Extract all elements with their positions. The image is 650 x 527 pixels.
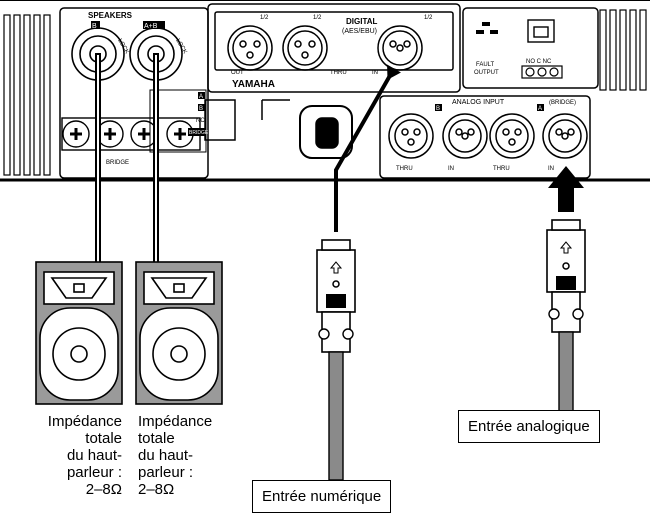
- speaker-cabinet-1: [35, 261, 123, 405]
- network-icon: [476, 22, 498, 34]
- digital-cable: [316, 64, 401, 481]
- digital-ch-label-2: 1/2: [313, 15, 322, 21]
- digital-in-label: IN: [372, 70, 378, 76]
- speaker2-label-line-3: du haut-: [138, 447, 194, 464]
- fault-section-plate: [462, 7, 599, 89]
- analog-in-a-label: IN: [548, 166, 554, 172]
- network-port[interactable]: [527, 19, 555, 43]
- digital-title: DIGITAL: [346, 17, 378, 26]
- speaker2-label-line-1: Impédance: [138, 413, 213, 430]
- mode-legend: [149, 89, 207, 153]
- digital-thru-label: THRU: [330, 70, 347, 76]
- analog-bridge-label: (BRIDGE): [549, 100, 576, 106]
- analog-thru-b-label: THRU: [396, 166, 413, 172]
- digital-xlr-thru[interactable]: [282, 25, 328, 71]
- digital-input-callout: Entrée numérique: [252, 480, 392, 513]
- digital-ch-label-1: 1/2: [260, 15, 269, 21]
- speaker1-label-line-4: parleur :: [66, 464, 122, 481]
- analog-xlr-thru-a[interactable]: [489, 113, 535, 159]
- speaker1-label-line-3: du haut-: [66, 447, 122, 464]
- digital-ch-label-3: 1/2: [424, 15, 433, 21]
- speaker1-label-line-1: Impédance: [47, 413, 122, 430]
- speaker-section-plate: [59, 7, 209, 179]
- digital-out-label: OUT: [231, 70, 244, 76]
- fault-terminal[interactable]: [521, 65, 563, 79]
- analog-xlr-in-a[interactable]: [542, 113, 588, 159]
- mode-b-label: B: [199, 106, 203, 112]
- mode-a-label: A: [199, 94, 203, 100]
- lock-label-2: LOCK: [174, 38, 187, 55]
- speaker2-label-line-5: 2–8Ω: [138, 481, 175, 498]
- analog-input-callout: Entrée analogique: [458, 410, 600, 443]
- brand-logo: YAMAHA: [232, 79, 275, 90]
- analog-xlr-in-b[interactable]: [442, 113, 488, 159]
- mode-nc-label: NC: [196, 118, 205, 124]
- analog-section-plate: [379, 95, 591, 179]
- mode-bridge-label: BRIDGE: [189, 130, 209, 136]
- fault-contacts-label: NO C NC: [526, 59, 552, 65]
- digital-subtitle: (AES/EBU): [342, 28, 377, 35]
- digital-xlr-out[interactable]: [227, 25, 273, 71]
- analog-xlr-thru-b[interactable]: [388, 113, 434, 159]
- speaker2-label-line-4: parleur :: [138, 464, 194, 481]
- digital-xlr-in[interactable]: [377, 25, 423, 71]
- analog-cable: [546, 166, 586, 413]
- analog-title: ANALOG INPUT: [452, 99, 505, 106]
- lock-label-1: LOCK: [116, 38, 129, 55]
- speaker2-label-line-2: totale: [138, 430, 175, 447]
- analog-in-b-label: IN: [448, 166, 454, 172]
- rear-panel: [0, 0, 650, 182]
- cable-clamp: [299, 105, 353, 159]
- speaker-cabinet-2: [135, 261, 223, 405]
- speaker-jack-b-label: B: [92, 23, 97, 30]
- speaker-jack-ab-label: A+B: [144, 23, 158, 30]
- left-vent-grille: [3, 14, 51, 176]
- right-vent-grille: [599, 9, 647, 91]
- speakers-title: SPEAKERS: [88, 11, 133, 20]
- analog-b-label: B: [436, 106, 440, 112]
- speaker1-impedance-label: Impédance totale du haut- parleur : 2–8Ω: [8, 413, 122, 498]
- analog-a-label: A: [538, 106, 542, 112]
- bridge-label: BRIDGE: [106, 160, 129, 166]
- analog-thru-a-label: THRU: [493, 166, 510, 172]
- speaker2-impedance-label: Impédance totale du haut- parleur : 2–8Ω: [138, 413, 212, 498]
- fault-output-label: FAULT: [476, 62, 495, 68]
- speaker1-label-line-5: 2–8Ω: [85, 481, 122, 498]
- speaker1-label-line-2: totale: [85, 430, 122, 447]
- digital-section-plate: [207, 3, 461, 93]
- speaker-cables: [95, 53, 159, 265]
- fault-output-label-2: OUTPUT: [474, 70, 499, 76]
